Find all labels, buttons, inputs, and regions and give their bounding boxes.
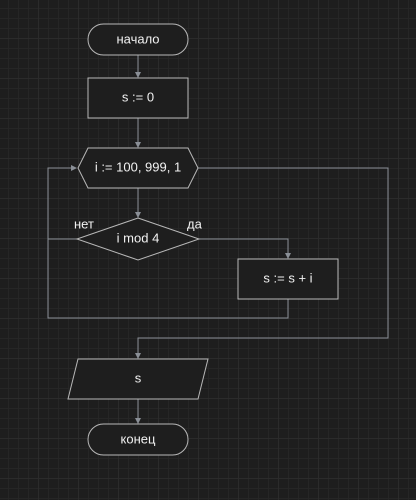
branch-no-label: нет xyxy=(74,216,94,231)
loop-label: i := 100, 999, 1 xyxy=(95,159,181,174)
end-node[interactable]: конец xyxy=(87,423,189,456)
arrow-loop-exit xyxy=(135,353,141,359)
start-node[interactable]: начало xyxy=(87,23,189,56)
flowchart-edges xyxy=(47,55,389,424)
output-node[interactable]: s xyxy=(67,358,209,400)
arrow-condition-yes xyxy=(285,253,291,259)
init-label: s := 0 xyxy=(122,89,154,104)
branch-yes-label: да xyxy=(187,216,203,231)
init-node[interactable]: s := 0 xyxy=(87,77,189,119)
end-label: конец xyxy=(121,431,156,446)
action-label: s := s + i xyxy=(263,270,312,285)
edge-loop-back xyxy=(47,167,289,319)
arrow-start-to-init xyxy=(135,72,141,78)
arrow-loop-back xyxy=(71,165,77,171)
condition-label: i mod 4 xyxy=(117,230,160,245)
start-label: начало xyxy=(116,31,159,46)
arrow-init-to-loop xyxy=(135,142,141,148)
condition-node[interactable]: i mod 4 xyxy=(75,217,201,261)
arrow-output-to-end xyxy=(135,418,141,424)
edge-loop-exit xyxy=(137,167,389,353)
arrow-loop-to-condition xyxy=(135,212,141,218)
action-node[interactable]: s := s + i xyxy=(237,258,339,300)
edge-condition-yes xyxy=(199,238,289,253)
loop-node[interactable]: i := 100, 999, 1 xyxy=(77,147,199,189)
output-label: s xyxy=(135,370,142,385)
